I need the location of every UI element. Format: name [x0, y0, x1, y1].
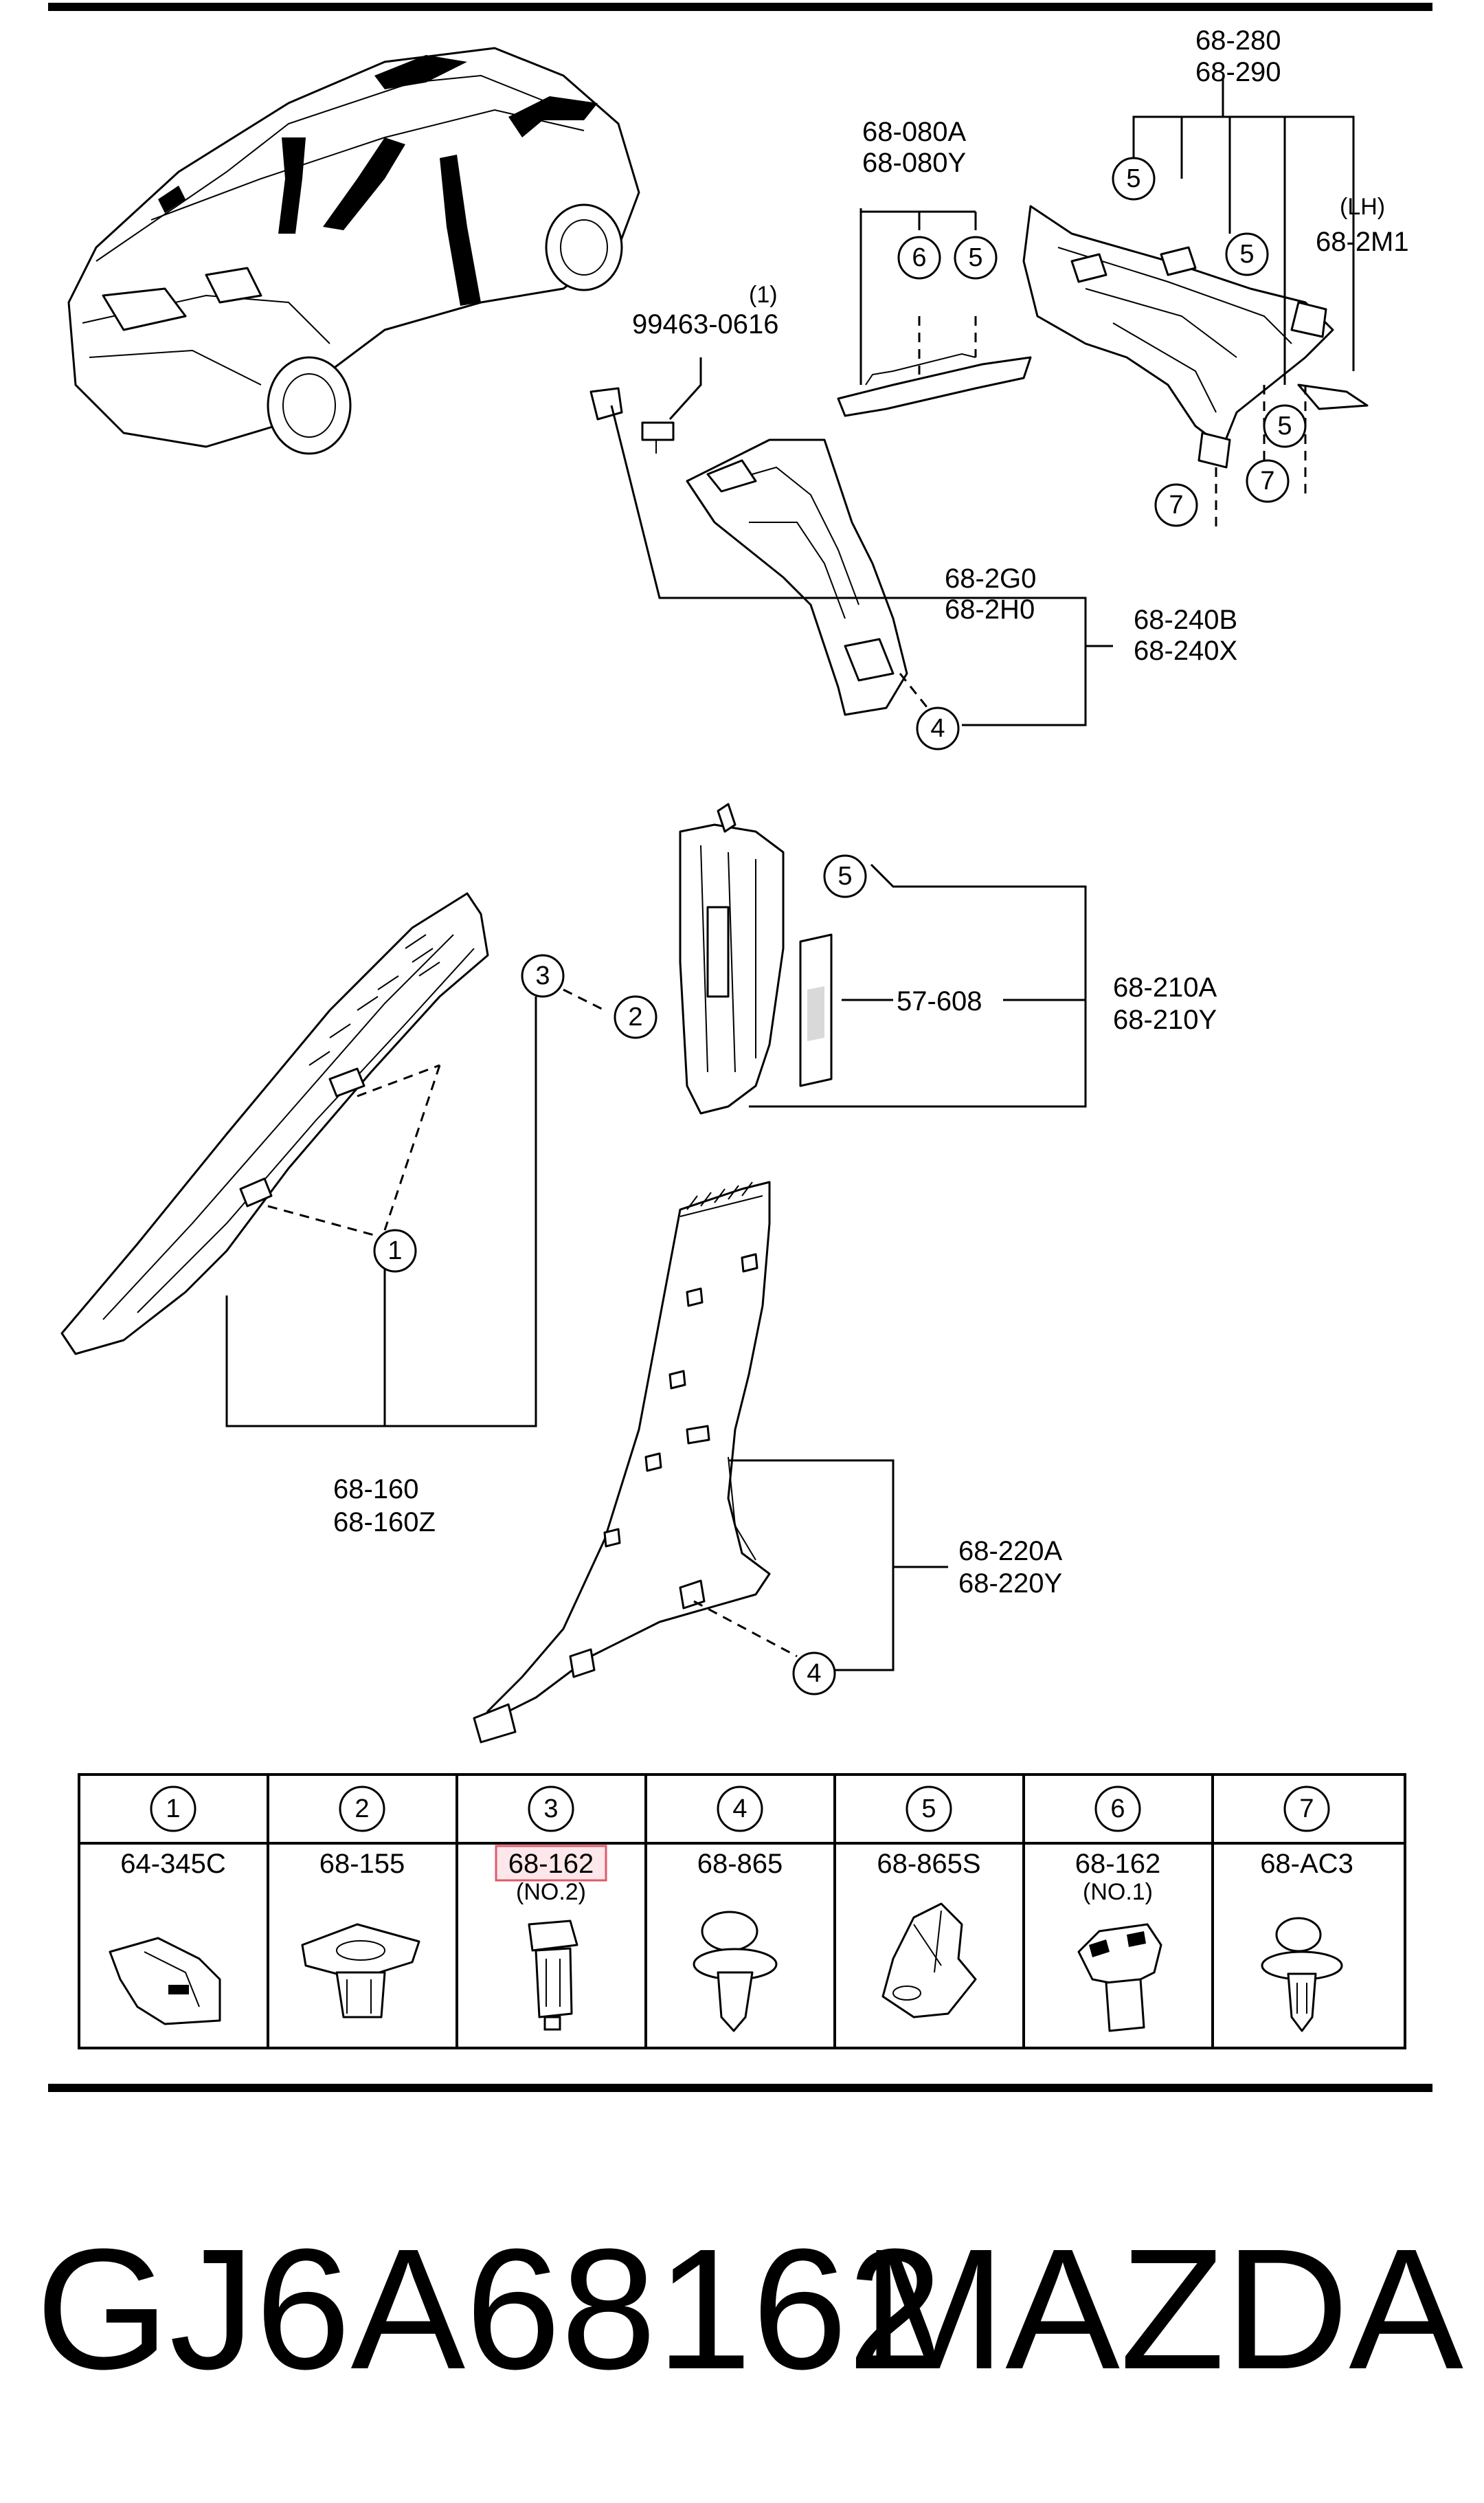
clip-68-865s-icon: [881, 1902, 977, 2018]
label-qty-1: (1): [749, 282, 778, 308]
callout-7b: 7: [1154, 483, 1198, 527]
label-68-220y: 68-220Y: [958, 1568, 1062, 1599]
c-pillar-trim: [679, 803, 833, 1115]
footer-brand: MAZDA: [862, 2213, 1463, 2405]
svg-text:5: 5: [921, 1794, 936, 1823]
svg-text:5: 5: [1239, 240, 1254, 269]
legend-part-68-865s: 68-865S: [877, 1849, 980, 1879]
svg-text:5: 5: [1277, 412, 1292, 441]
callout-4b: 4: [792, 1651, 836, 1695]
callout-1: 1: [373, 1229, 417, 1273]
clip-68-162-no2-icon: [528, 1920, 578, 2031]
svg-text:7: 7: [1260, 467, 1274, 496]
highlight-box: [495, 1845, 607, 1882]
vehicle-illustration: [67, 47, 640, 455]
callout-circles: 5 5 5 7 7 6 5 4 5 3 2 1 4: [373, 157, 1307, 1695]
label-68-2g0: 68-2G0: [945, 564, 1036, 594]
part-labels: 68-280 68-290 (LH) 68-2M1 68-080A 68-080…: [333, 25, 1409, 1599]
label-68-240b: 68-240B: [1134, 605, 1237, 635]
legend-part-64-345c: 64-345C: [120, 1849, 225, 1879]
legend-part-68-865: 68-865: [697, 1849, 783, 1879]
callout-5b: 5: [1225, 232, 1269, 276]
legend-part-68-162-no2: 68-162: [508, 1849, 594, 1879]
label-68-2h0: 68-2H0: [945, 594, 1035, 625]
label-68-220a: 68-220A: [958, 1536, 1063, 1566]
label-68-160z: 68-160Z: [333, 1507, 436, 1537]
legend-part-68-162-no1: 68-162: [1075, 1849, 1161, 1879]
label-68-210y: 68-210Y: [1113, 1005, 1217, 1035]
svg-text:4: 4: [930, 714, 945, 743]
a-pillar-trim: [60, 892, 489, 1355]
legend-col-2: 2 68-155: [301, 1786, 420, 2018]
legend-col-3: 3 68-162 (NO.2): [508, 1786, 594, 2031]
svg-text:4: 4: [732, 1794, 747, 1823]
clip-68-ac3-icon: [1261, 1917, 1343, 2032]
callout-3: 3: [521, 954, 565, 998]
label-68-080a: 68-080A: [862, 117, 967, 147]
callout-5c: 5: [1263, 404, 1307, 448]
legend-note-no1: (NO.1): [1083, 1879, 1153, 1905]
svg-text:2: 2: [355, 1794, 369, 1823]
svg-text:5: 5: [837, 862, 852, 891]
clip-68-162-no1-icon: [1077, 1923, 1162, 2032]
callout-2: 2: [614, 995, 657, 1039]
callout-4a: 4: [916, 707, 960, 750]
label-68-080y: 68-080Y: [862, 148, 966, 178]
footer: GJ6A68162 MAZDA: [27, 2206, 1463, 2412]
legend-note-no2: (NO.2): [516, 1879, 586, 1905]
callout-6: 6: [897, 236, 941, 280]
callout-5e: 5: [823, 854, 867, 898]
label-68-240x: 68-240X: [1134, 636, 1237, 666]
label-68-280: 68-280: [1195, 25, 1281, 56]
svg-text:6: 6: [912, 243, 926, 272]
leader-lines: [225, 79, 1355, 1671]
svg-text:6: 6: [1110, 1794, 1125, 1823]
callout-5d: 5: [954, 236, 998, 280]
fastener-legend-table: 1 64-345C 2 68-155 3 68-162 (NO.2): [78, 1773, 1406, 2049]
svg-text:5: 5: [968, 243, 982, 272]
label-99463-0616: 99463-0616: [632, 309, 779, 340]
legend-col-7: 7 68-AC3: [1260, 1786, 1353, 2032]
svg-text:4: 4: [807, 1659, 821, 1688]
b-pillar-lower-trim: [473, 1181, 798, 1744]
legend-col-5: 5 68-865S: [877, 1786, 981, 2018]
b-pillar-upper-trim: [589, 387, 929, 716]
label-68-290: 68-290: [1195, 57, 1281, 87]
label-lh: (LH): [1340, 194, 1385, 220]
clip-68-865-icon: [693, 1911, 778, 2032]
svg-text:1: 1: [166, 1794, 180, 1823]
svg-text:7: 7: [1169, 491, 1183, 520]
svg-text:2: 2: [628, 1003, 642, 1032]
clip-64-345c-icon: [109, 1937, 221, 2025]
legend-col-4: 4 68-865: [693, 1786, 783, 2032]
svg-text:7: 7: [1299, 1794, 1314, 1823]
label-68-2m1: 68-2M1: [1316, 227, 1409, 257]
callout-5a: 5: [1112, 157, 1156, 201]
svg-text:5: 5: [1126, 164, 1140, 193]
legend-part-68-ac3: 68-AC3: [1260, 1849, 1353, 1879]
label-68-160: 68-160: [333, 1474, 419, 1504]
label-68-210a: 68-210A: [1113, 972, 1217, 1003]
bracket-68-080: [837, 316, 1032, 417]
svg-text:3: 3: [535, 961, 550, 990]
svg-text:3: 3: [543, 1794, 558, 1823]
upper-quarter-trim: [1022, 205, 1369, 529]
footer-part-number: GJ6A68162: [36, 2213, 943, 2405]
legend-part-68-155: 68-155: [319, 1849, 405, 1879]
legend-col-6: 6 68-162 (NO.1): [1075, 1786, 1162, 2032]
label-57-608: 57-608: [897, 986, 982, 1016]
clip-68-155-icon: [301, 1923, 420, 2018]
legend-col-1: 1 64-345C: [109, 1786, 226, 2025]
callout-7a: 7: [1246, 459, 1290, 503]
svg-text:1: 1: [387, 1236, 402, 1265]
